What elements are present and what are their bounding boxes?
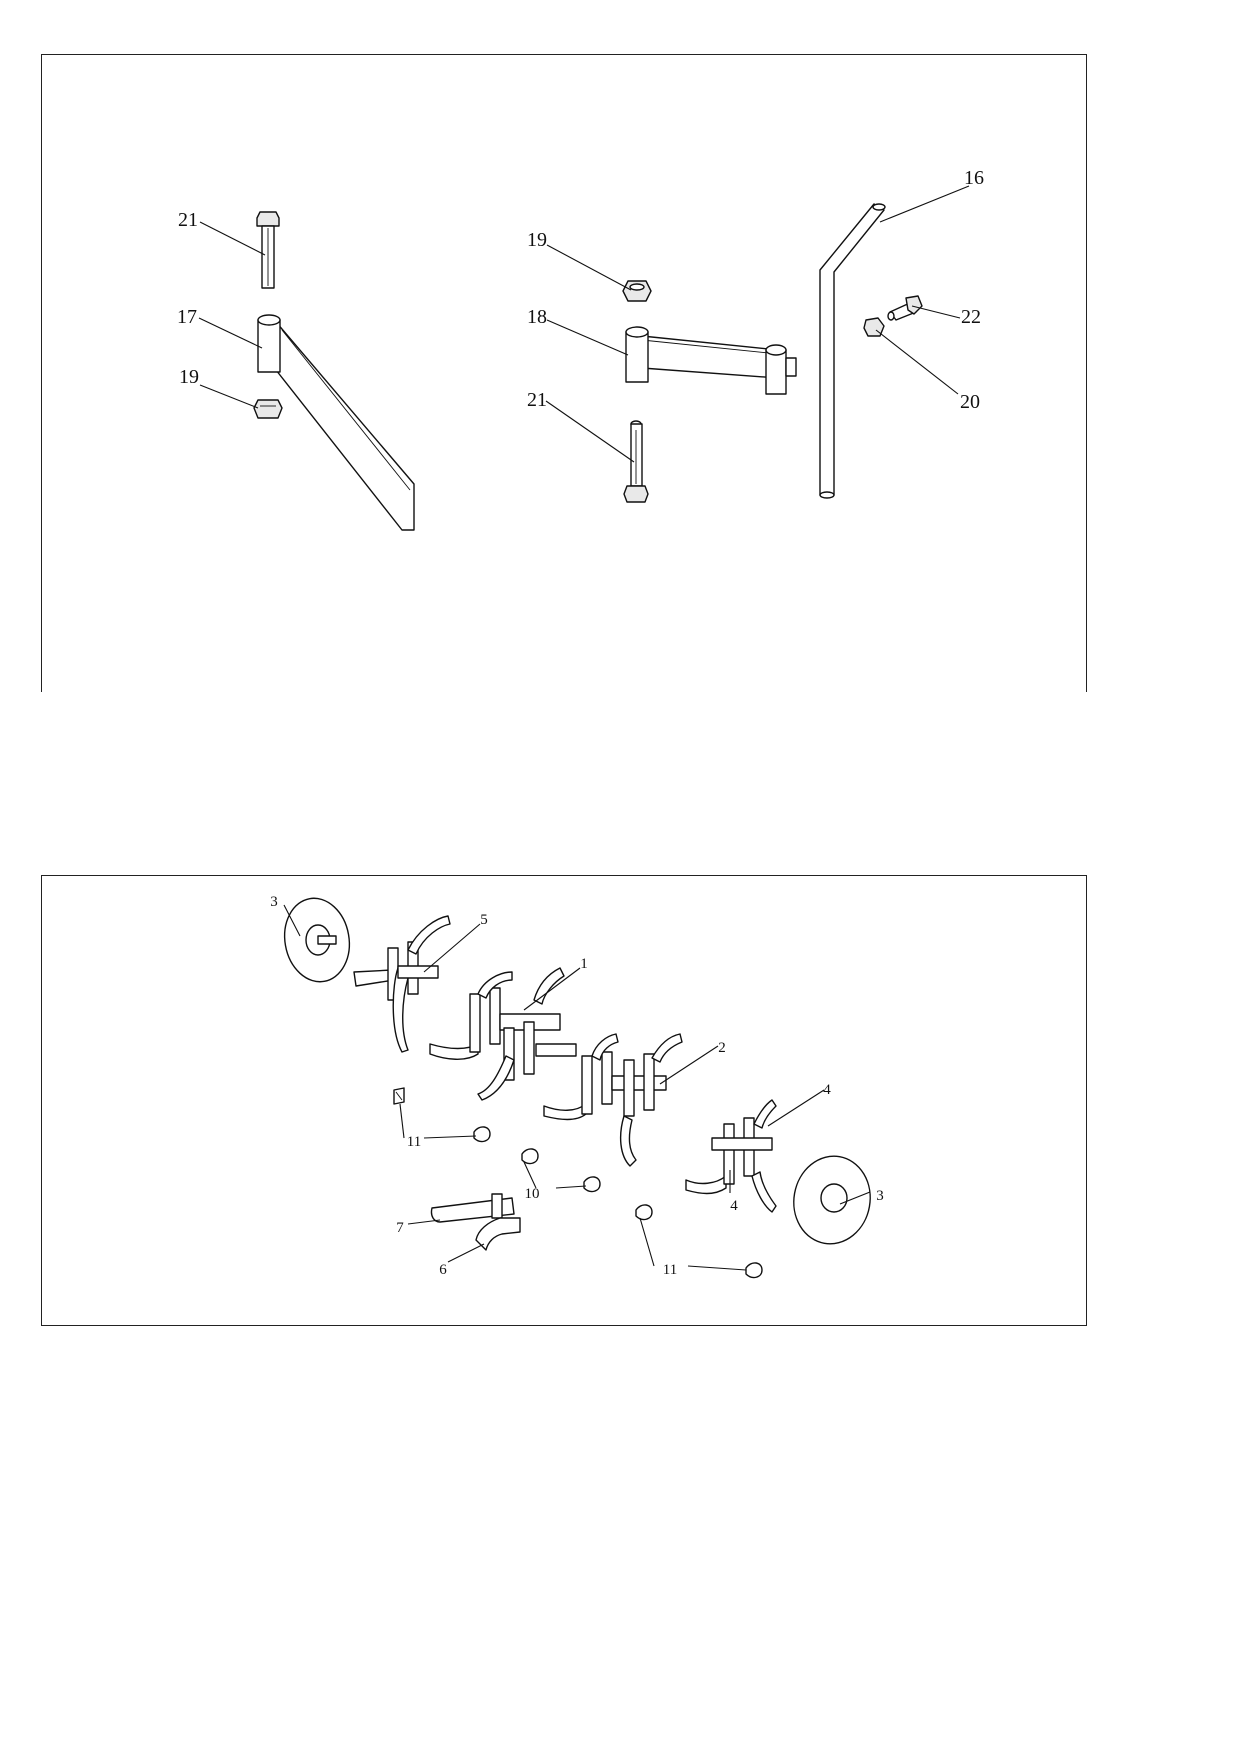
callout-16: 16: [964, 167, 984, 189]
clip-10-b: [583, 1176, 601, 1193]
tine-assembly-2: [543, 1033, 683, 1167]
top-exploded-view: 16 21 17 19 19 18 21 22 20: [177, 167, 984, 531]
disc-3-left: [283, 897, 351, 983]
callout-19-right: 19: [527, 229, 547, 251]
callout-3-right: 3: [876, 1188, 884, 1204]
tine-assembly-4: [685, 1099, 777, 1213]
callout-22: 22: [961, 306, 981, 328]
callout-11-left: 11: [407, 1134, 421, 1150]
bottom-exploded-view: 3 5 1 2 4 4 3 11 10 7 6 11: [270, 894, 884, 1279]
callout-20: 20: [960, 391, 980, 413]
callout-1: 1: [580, 956, 588, 972]
disc-3-right: [793, 1155, 871, 1245]
callout-2: 2: [718, 1040, 726, 1056]
clip-10-a: [521, 1148, 539, 1165]
bolt-22: [887, 295, 923, 321]
callout-18: 18: [527, 306, 547, 328]
nut-19-left: [253, 399, 283, 419]
callout-10: 10: [525, 1186, 540, 1202]
bolt-21-left: [256, 211, 280, 289]
callout-19-left: 19: [179, 366, 199, 388]
clip-11-right-b: [745, 1262, 763, 1279]
callout-21-right: 21: [527, 389, 547, 411]
top-diagram-panel: [41, 54, 1087, 692]
callout-7: 7: [396, 1220, 404, 1236]
nut-20: [863, 317, 885, 337]
clip-11-right-a: [635, 1204, 653, 1221]
callout-17: 17: [177, 306, 197, 328]
bolt-21-right: [623, 420, 649, 503]
pin-11-left-a: [393, 1087, 405, 1105]
callout-21-left: 21: [178, 209, 198, 231]
blade-6: [475, 1217, 521, 1251]
callout-11-right: 11: [663, 1262, 677, 1278]
callout-4-bottom: 4: [730, 1198, 738, 1214]
clip-11-left-b: [473, 1126, 491, 1143]
nut-19-right: [622, 280, 652, 302]
arm-17: [257, 314, 415, 531]
tine-assembly-5: [353, 915, 451, 1053]
handle-16: [819, 203, 886, 499]
tine-assembly-1: [429, 967, 577, 1101]
callout-4-top: 4: [823, 1082, 831, 1098]
callout-5: 5: [480, 912, 488, 928]
bar-18: [625, 326, 797, 395]
bottom-diagram-panel: [41, 875, 1087, 1326]
callout-6: 6: [439, 1262, 447, 1278]
callout-3-left: 3: [270, 894, 278, 910]
